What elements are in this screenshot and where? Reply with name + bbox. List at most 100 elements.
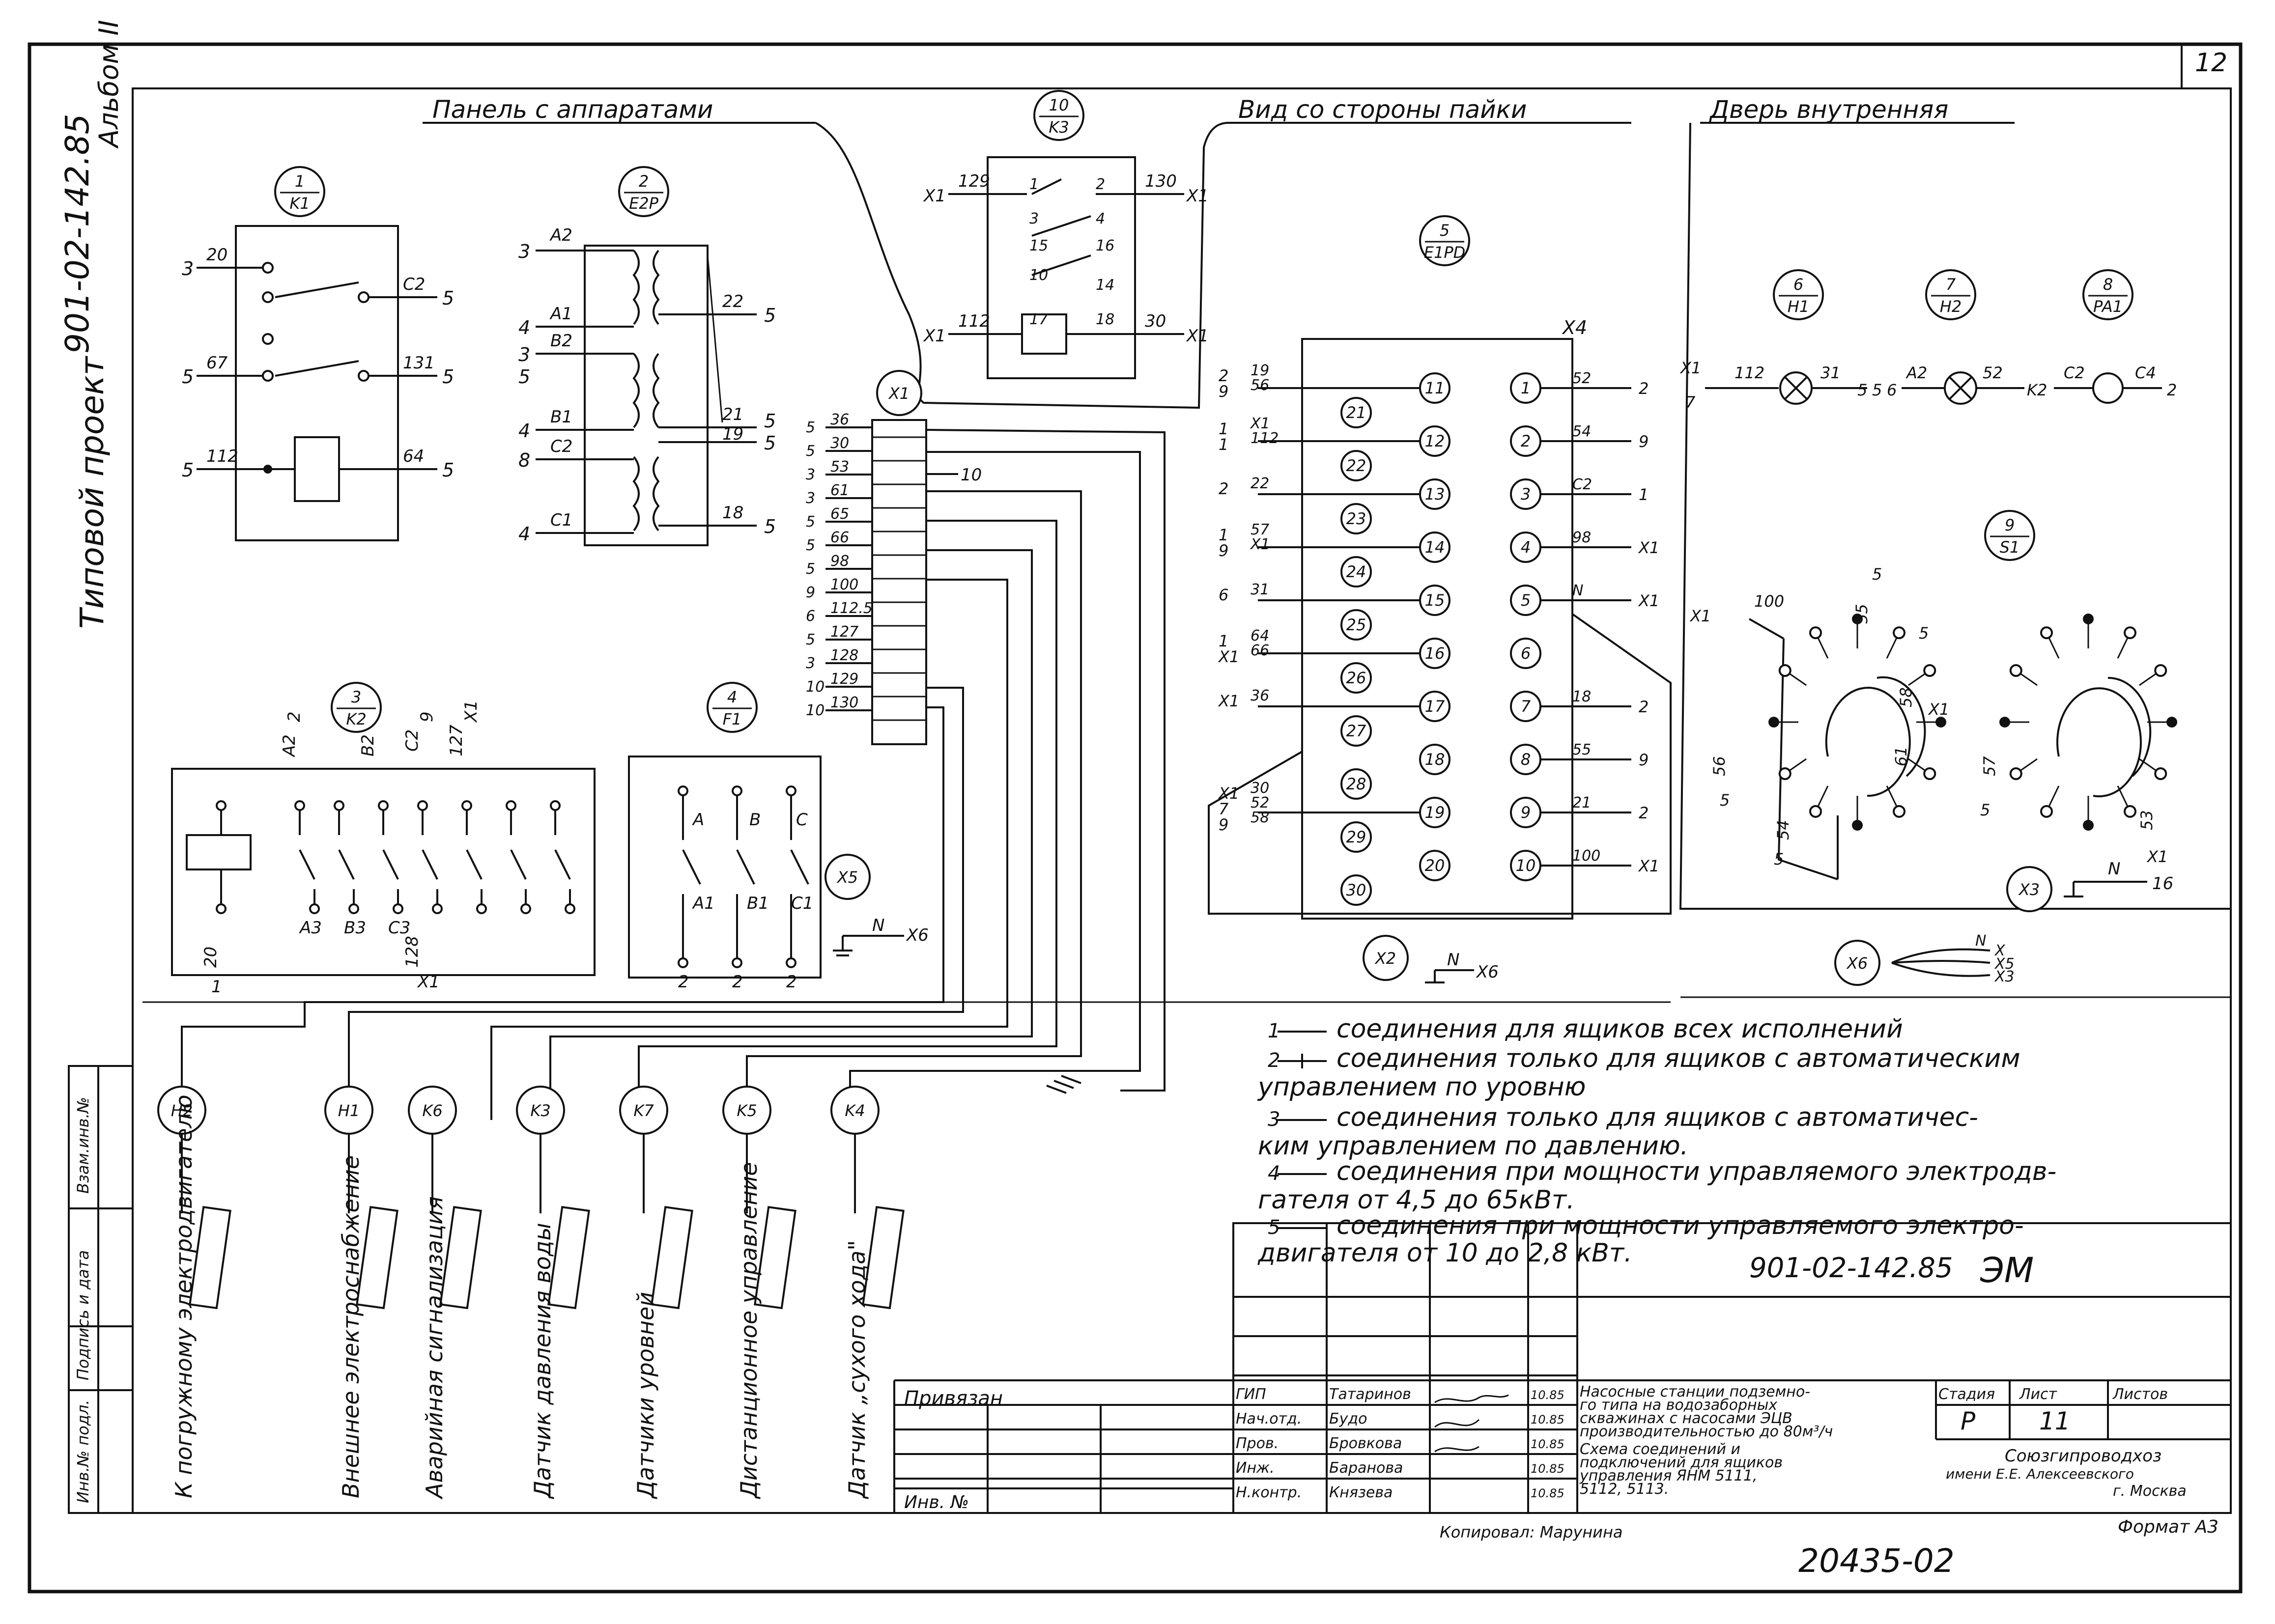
x1-row-pin: 5 (806, 631, 815, 648)
svg-text:X1: X1 (2146, 847, 2168, 866)
s1-terminal (2154, 664, 2167, 677)
x4-wire-pin: 1 (1219, 632, 1228, 650)
svg-text:10.85: 10.85 (1531, 1486, 1564, 1500)
svg-text:Князева: Князева (1329, 1484, 1393, 1501)
remote-device-cable (754, 1205, 796, 1310)
svg-text:5: 5 (442, 287, 454, 309)
x4-pin-label: 26 (1346, 669, 1366, 687)
svg-text:Инж.: Инж. (1236, 1459, 1275, 1477)
svg-text:21: 21 (722, 405, 743, 424)
wiring-bundle (181, 429, 1166, 1130)
remote-device-cable (356, 1205, 398, 1310)
svg-text:10: 10 (961, 465, 982, 485)
x4-wire-pin: 2 (1639, 804, 1649, 822)
svg-text:Копировал: Марунина: Копировал: Марунина (1440, 1523, 1623, 1541)
svg-text:20: 20 (201, 947, 221, 968)
f1-terminal (732, 957, 742, 968)
x1-row-pin: 9 (806, 584, 815, 601)
x4-wire-label: 21 (1572, 794, 1591, 812)
svg-text:56: 56 (1710, 756, 1729, 776)
svg-text:5: 5 (1872, 565, 1882, 584)
x4-wire-pin: X1 (1638, 591, 1659, 610)
svg-text:X1: X1 (1928, 700, 1949, 719)
section-solder-view: Вид со стороны пайки (1238, 95, 1527, 124)
remote-device-label: Датчик „сухого хода" (844, 1240, 870, 1499)
f1-blade (682, 849, 701, 885)
x4-pin (1510, 638, 1541, 669)
svg-text:16: 16 (2152, 874, 2173, 894)
x1-terminal-strip: X1 3653055336136556659851009112.56127512… (806, 370, 982, 745)
f1-blade (790, 849, 809, 885)
svg-text:Татаринов: Татаринов (1329, 1386, 1411, 1403)
pa1-meter: 8 PA1 C2 C4 2 (2054, 269, 2177, 404)
svg-text:S1: S1 (2000, 538, 2020, 557)
x4-wire-label: 100 (1572, 847, 1600, 865)
k2-blade (382, 849, 399, 880)
x4-pin-label: 17 (1425, 697, 1445, 716)
legend: 1 соединения для ящиков всех исполнений … (1257, 1014, 2056, 1268)
svg-text:Союзгипроводхоз: Союзгипроводхоз (2005, 1446, 2161, 1466)
svg-text:55: 55 (1852, 604, 1871, 624)
x4-wire-label: 22 (1251, 475, 1269, 492)
x4-pin (1340, 503, 1372, 534)
outer-frame (28, 42, 2243, 1594)
svg-text:гателя от 4,5 до 65кВт.: гателя от 4,5 до 65кВт. (1258, 1185, 1575, 1215)
f1-terminal (678, 785, 688, 796)
svg-text:B1: B1 (550, 407, 572, 427)
e2p-transformer: 2 E2P 3 4 3 5 4 8 4 A2 A1 B2 B1 C2 C1 22… (518, 166, 776, 546)
svg-text:ГИП: ГИП (1236, 1386, 1266, 1403)
x4-pin-label: 22 (1346, 456, 1366, 475)
x4-pin (1419, 850, 1450, 881)
s1-terminal (1893, 626, 1905, 640)
svg-text:5: 5 (442, 459, 454, 481)
title-block: 901-02-142.85 ЭМ Привязан Инв. № ГИП Нач… (893, 1222, 2232, 1580)
x4-pin (1340, 715, 1372, 747)
k2-terminal (378, 800, 389, 811)
x4-wire-label: 31 (1251, 581, 1269, 598)
svg-text:N: N (1447, 950, 1459, 970)
svg-text:112: 112 (1735, 364, 1764, 382)
s1-terminal (1893, 805, 1905, 818)
svg-text:112: 112 (206, 447, 238, 466)
x4-pin-label: 19 (1425, 803, 1445, 822)
x1-row-label: 130 (830, 694, 858, 711)
x4-wire-label: 52 (1251, 794, 1269, 812)
svg-text:H2: H2 (1940, 297, 1962, 316)
svg-text:9: 9 (417, 711, 437, 722)
svg-text:E2P: E2P (629, 194, 659, 213)
svg-text:1: 1 (1029, 176, 1039, 193)
svg-text:двигателя от 10 до 2,8 кВт.: двигателя от 10 до 2,8 кВт. (1257, 1238, 1632, 1268)
x4-pin-label: 8 (1521, 750, 1531, 769)
section-door: Дверь внутренняя (1709, 95, 1948, 124)
svg-text:имени Е.Е. Алексеевского: имени Е.Е. Алексеевского (1946, 1466, 2134, 1482)
x4-wire-label: 64 (1251, 627, 1269, 644)
s1-terminal (1852, 614, 1863, 624)
k2-terminal (334, 800, 344, 811)
x1-row-pin: 3 (806, 490, 815, 507)
remote-device-code: H1 (338, 1101, 360, 1120)
svg-text:ким управлением по давлению.: ким управлением по давлению. (1258, 1131, 1688, 1161)
k1-relay: 1 K1 3 5 5 20 67 112 C2 131 64 5 5 5 (182, 166, 454, 541)
x4-pin-label: 6 (1521, 644, 1531, 663)
x4-wire-label: 19 (1251, 362, 1269, 379)
svg-text:соединения при мощности управл: соединения при мощности управляемого эле… (1337, 1211, 2024, 1240)
f1-terminal (786, 957, 796, 968)
svg-text:31: 31 (1820, 364, 1841, 382)
svg-text:E1PD: E1PD (1424, 243, 1466, 262)
svg-text:6: 6 (1887, 381, 1897, 399)
svg-text:5: 5 (1872, 381, 1882, 399)
svg-text:5: 5 (764, 432, 776, 454)
svg-text:16: 16 (1096, 237, 1114, 254)
remote-device-code: K7 (633, 1101, 654, 1120)
svg-text:1: 1 (211, 977, 222, 997)
remote-device-code: K3 (530, 1101, 550, 1120)
svg-text:4: 4 (518, 317, 530, 338)
svg-text:5: 5 (764, 305, 776, 326)
x4-pin (1340, 609, 1372, 641)
k2-contactor: 3 K2 A2 2 B2 C2 9 X1 127 20 A3 B3 C3 128… (171, 682, 596, 997)
x4-pin-label: 11 (1425, 379, 1445, 397)
svg-text:4: 4 (518, 523, 530, 545)
sheet-number: 12 (2195, 48, 2227, 78)
svg-text:C: C (796, 810, 808, 830)
svg-text:11: 11 (2039, 1407, 2071, 1435)
